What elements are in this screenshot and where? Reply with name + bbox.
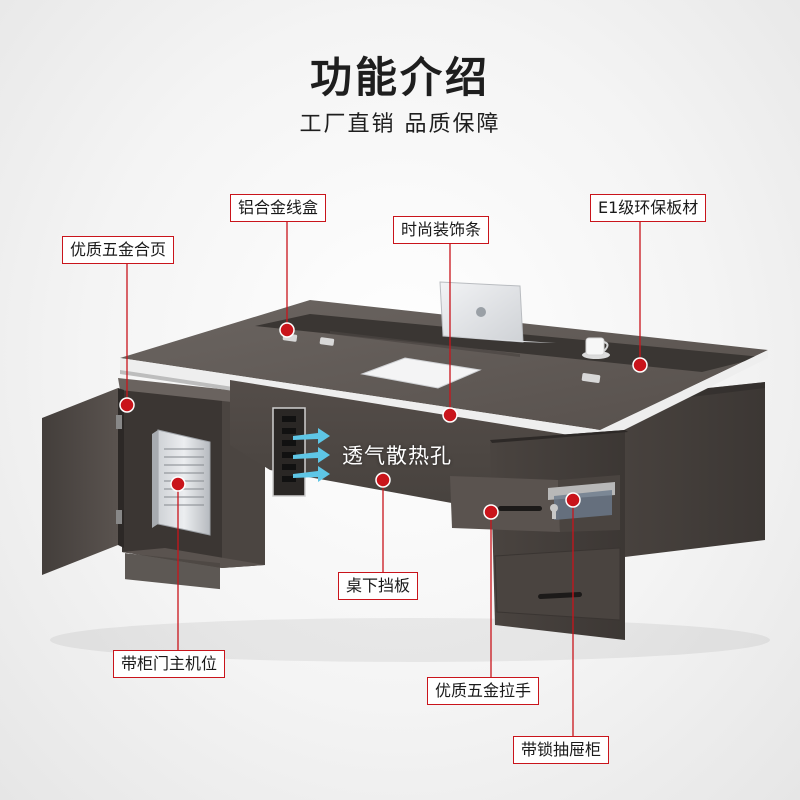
- trim-strip: [255, 314, 762, 372]
- callout-trim-strip: 时尚装饰条: [393, 216, 490, 244]
- lock-icon: [550, 504, 558, 512]
- callout-lock-drawer: 带锁抽屉柜: [513, 736, 610, 764]
- callout-lines: [126, 220, 641, 737]
- callout-cable-box: 铝合金线盒: [230, 194, 327, 222]
- callout-board: E1级环保板材: [590, 194, 707, 222]
- callout-host-cabinet: 带柜门主机位: [113, 650, 226, 678]
- apple-logo-icon: [476, 307, 486, 317]
- side-return-body: [595, 382, 765, 560]
- arrow-right-icon: [293, 428, 330, 482]
- open-drawer: [450, 476, 560, 532]
- hinge-icon: [116, 415, 122, 429]
- cabinet-door: [42, 388, 118, 575]
- callout-handle: 优质五金拉手: [427, 677, 540, 705]
- page-title: 功能介绍: [309, 53, 490, 102]
- page-subtitle: 工厂直销 品质保障: [299, 112, 501, 137]
- cup-icon: [585, 337, 605, 356]
- callout-modesty-panel: 桌下挡板: [338, 572, 419, 600]
- vent-label: 透气散热孔: [342, 444, 452, 468]
- callout-dots: [119, 322, 648, 520]
- handle-icon: [498, 506, 542, 511]
- lower-drawer: [494, 547, 621, 621]
- callout-hinge: 优质五金合页: [62, 236, 175, 264]
